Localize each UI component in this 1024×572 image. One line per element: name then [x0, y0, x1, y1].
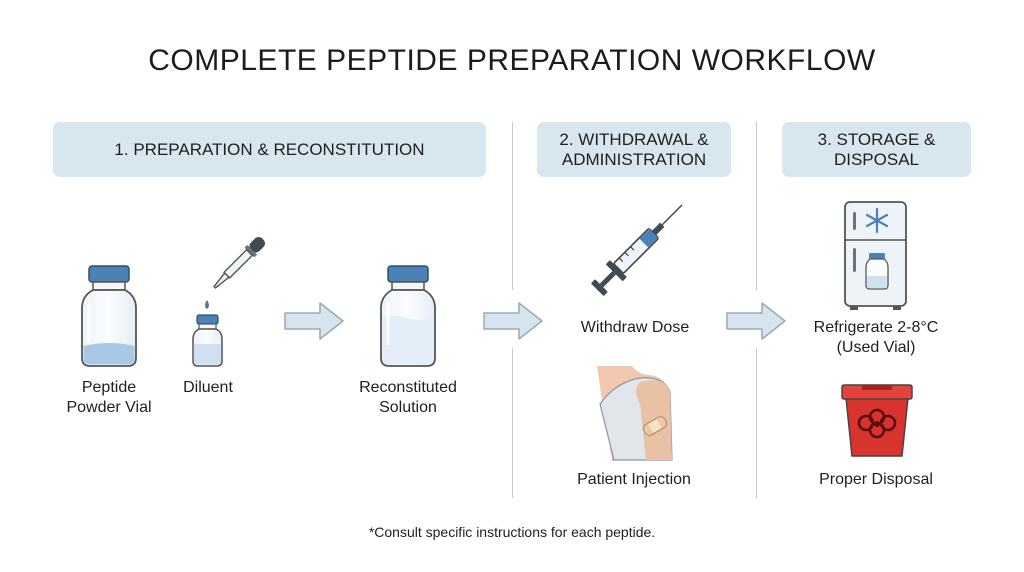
arrow-right-icon	[483, 302, 543, 340]
section-divider	[756, 348, 757, 498]
label-reconstituted-solution: Reconstituted Solution	[338, 378, 478, 418]
diluent-vial-icon	[192, 314, 223, 367]
label-text: Withdraw Dose	[580, 319, 690, 336]
label-proper-disposal: Proper Disposal	[796, 470, 956, 490]
label-text: Reconstituted Solution	[359, 379, 457, 416]
label-peptide-powder-vial: Peptide Powder Vial	[44, 378, 174, 418]
label-text: Refrigerate 2-8°C	[813, 319, 939, 336]
label-text: Peptide Powder Vial	[66, 379, 152, 416]
label-text: Patient Injection	[577, 471, 691, 488]
section-header-label: 1. PREPARATION & RECONSTITUTION	[114, 139, 425, 159]
label-text: Proper Disposal	[819, 471, 933, 488]
refrigerator-icon	[844, 201, 907, 310]
section-header-withdrawal: 2. WITHDRAWAL & ADMINISTRATION	[537, 122, 731, 177]
label-patient-injection: Patient Injection	[554, 470, 714, 490]
section-header-preparation: 1. PREPARATION & RECONSTITUTION	[53, 122, 486, 177]
syringe-icon	[591, 204, 683, 296]
peptide-powder-vial-icon	[81, 265, 137, 367]
label-refrigerate: Refrigerate 2-8°C (Used Vial)	[796, 318, 956, 358]
section-divider	[512, 122, 513, 290]
arrow-right-icon	[726, 302, 786, 340]
footnote: *Consult specific instructions for each …	[368, 524, 656, 540]
dropper-icon	[205, 236, 266, 309]
section-header-label: 3. STORAGE & DISPOSAL	[817, 129, 936, 169]
reconstituted-vial-icon	[380, 265, 436, 367]
section-header-label: 2. WITHDRAWAL & ADMINISTRATION	[559, 129, 709, 169]
page-title: COMPLETE PEPTIDE PREPARATION WORKFLOW	[148, 44, 876, 77]
section-divider	[512, 348, 513, 498]
section-header-storage: 3. STORAGE & DISPOSAL	[782, 122, 971, 177]
label-diluent: Diluent	[168, 378, 248, 398]
label-text: (Used Vial)	[836, 339, 916, 356]
arrow-right-icon	[284, 302, 344, 340]
patient-arm-icon	[597, 366, 673, 461]
label-withdraw-dose: Withdraw Dose	[560, 318, 710, 338]
snowflake-icon	[865, 207, 889, 234]
section-divider	[756, 122, 757, 290]
sharps-container-icon	[841, 384, 913, 457]
label-text: Diluent	[183, 379, 233, 396]
